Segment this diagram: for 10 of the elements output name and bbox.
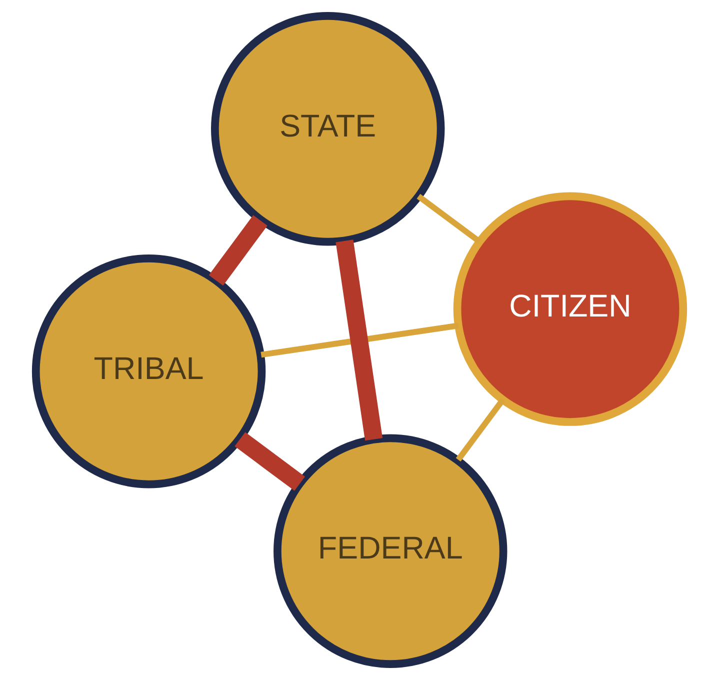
node-circle: FEDERAL (273, 434, 507, 668)
connector (455, 398, 505, 462)
node-circle: STATE (210, 12, 444, 246)
connector (335, 240, 382, 441)
connector (234, 432, 305, 491)
connector (208, 215, 267, 286)
connector (416, 194, 481, 244)
connector (260, 322, 458, 358)
node-circle: CITIZEN (452, 192, 687, 426)
node-circle: TRIBAL (31, 254, 266, 488)
